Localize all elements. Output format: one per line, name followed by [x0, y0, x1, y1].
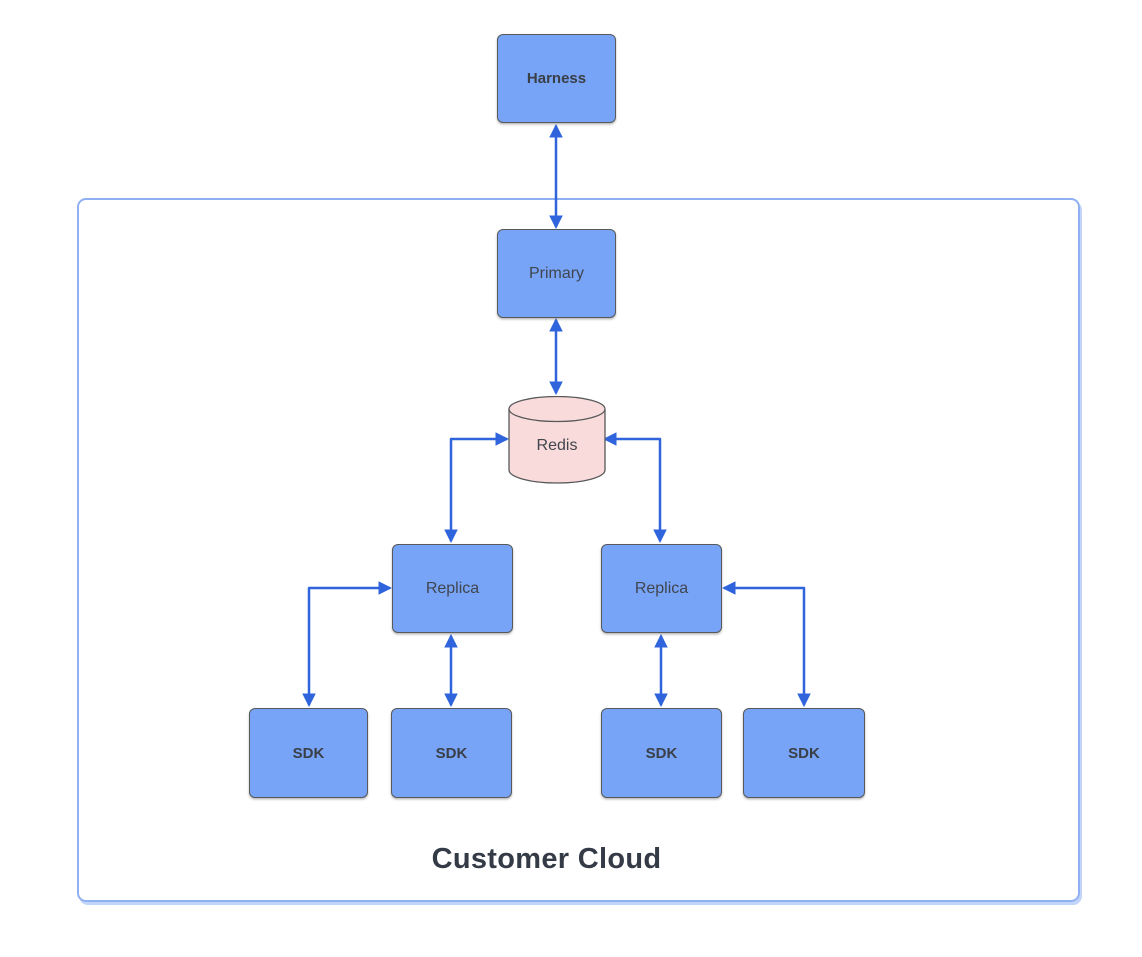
node-primary: Primary [497, 229, 616, 318]
node-harness-label: Harness [526, 70, 587, 87]
node-redis-database: Redis [508, 396, 606, 484]
node-sdk-4: SDK [743, 708, 865, 798]
node-sdk-3: SDK [601, 708, 722, 798]
node-sdk-1: SDK [249, 708, 368, 798]
node-replica-right: Replica [601, 544, 722, 633]
node-primary-label: Primary [528, 264, 585, 282]
node-redis-label: Redis [536, 437, 578, 454]
customer-cloud-container: Customer Cloud [77, 198, 1080, 902]
customer-cloud-label: Customer Cloud [431, 843, 662, 875]
database-cylinder-icon [508, 396, 606, 484]
node-sdk-2: SDK [391, 708, 512, 798]
node-sdk-1-label: SDK [292, 744, 325, 762]
node-sdk-4-label: SDK [788, 744, 820, 762]
node-sdk-3-label: SDK [645, 744, 678, 762]
node-replica-left: Replica [392, 544, 513, 633]
node-replica-left-label: Replica [425, 579, 480, 597]
node-harness: Harness [497, 34, 616, 123]
node-replica-right-label: Replica [634, 579, 689, 597]
node-sdk-2-label: SDK [435, 744, 468, 762]
